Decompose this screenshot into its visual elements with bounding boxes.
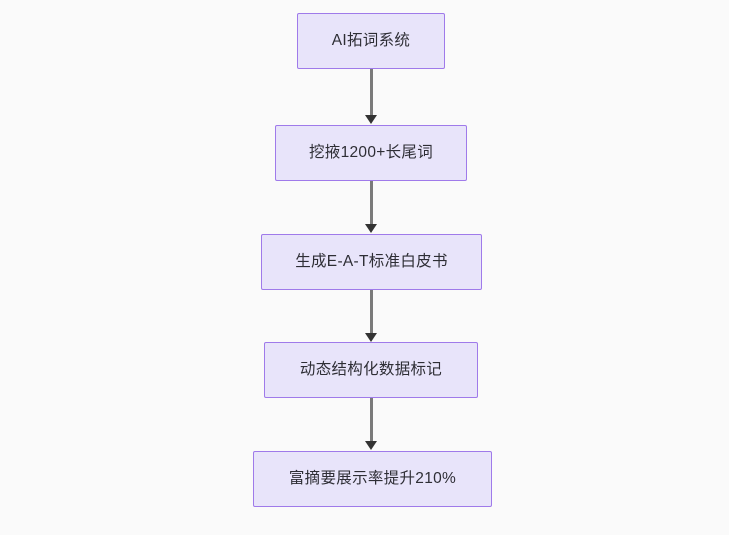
flow-node-label: 挖掖1200+长尾词 <box>308 144 434 162</box>
edge-arrowhead-1 <box>365 115 377 124</box>
flow-node-label: 生成E-A-T标准白皮书 <box>295 253 448 271</box>
edge-connector-line-2 <box>370 181 373 226</box>
edge-arrowhead-3 <box>365 333 377 342</box>
flow-node-label: 富摘要展示率提升210% <box>288 470 457 488</box>
flow-node-mine-longtail-keywords[interactable]: 挖掖1200+长尾词 <box>275 125 467 181</box>
flow-node-label: AI拓词系统 <box>331 32 411 50</box>
flow-node-rich-snippet-impression-uplift[interactable]: 富摘要展示率提升210% <box>253 451 492 507</box>
flow-node-label: 动态结构化数据标记 <box>299 361 443 379</box>
flow-node-dynamic-structured-data-markup[interactable]: 动态结构化数据标记 <box>264 342 478 398</box>
edge-connector-line-3 <box>370 290 373 334</box>
edge-arrowhead-2 <box>365 224 377 233</box>
edge-connector-line-1 <box>370 69 373 117</box>
edge-arrowhead-4 <box>365 441 377 450</box>
flow-node-generate-eat-whitepaper[interactable]: 生成E-A-T标准白皮书 <box>261 234 482 290</box>
edge-connector-line-4 <box>370 398 373 443</box>
flow-node-ai-keyword-system[interactable]: AI拓词系统 <box>297 13 445 69</box>
